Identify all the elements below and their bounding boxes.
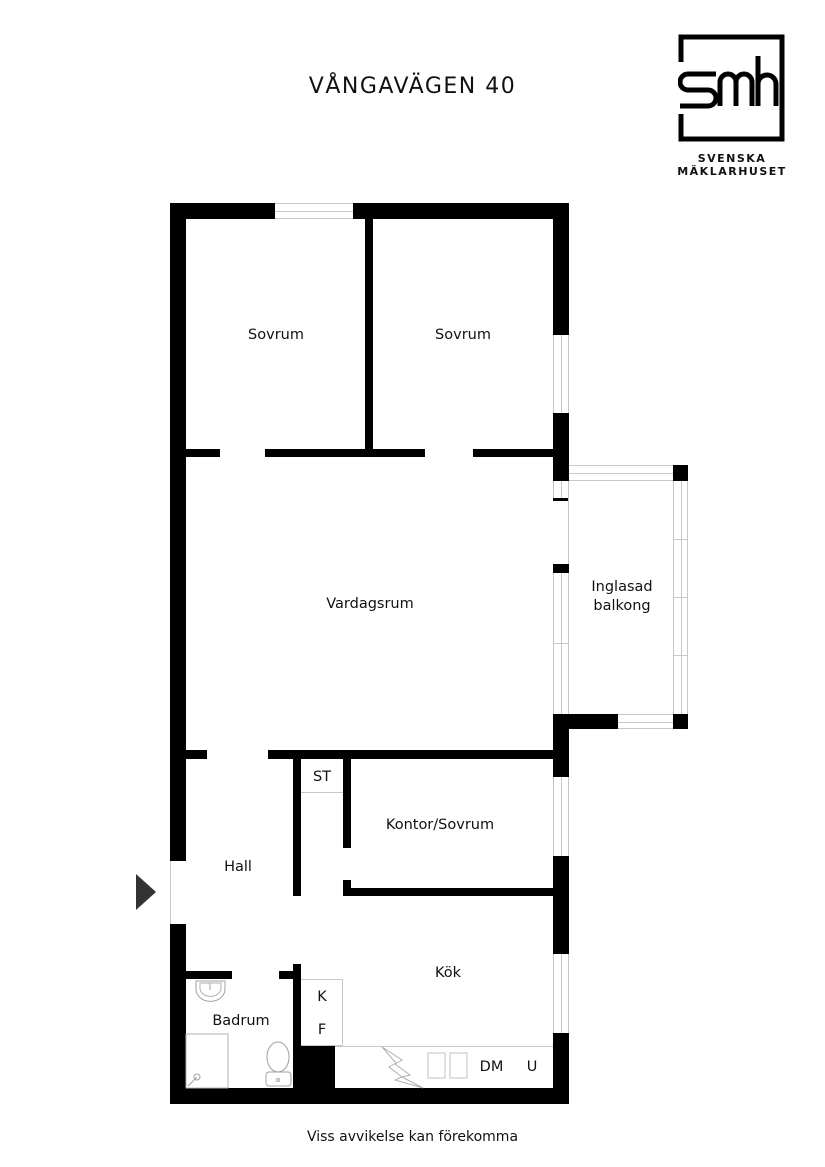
freezer-cabinet xyxy=(301,1012,343,1046)
room-label-glazed-balcony-line2: balkong xyxy=(593,598,651,614)
wall-office-kitchen xyxy=(343,888,553,896)
window-bedroom-2 xyxy=(553,335,569,413)
balcony-corner xyxy=(673,465,688,481)
window-kitchen xyxy=(553,954,569,1033)
wall-top xyxy=(170,203,275,219)
room-label-bedroom-1: Sovrum xyxy=(248,327,304,343)
wall-bathroom-top xyxy=(279,971,301,979)
room-label-bedroom-2: Sovrum xyxy=(435,327,491,343)
property-title-text: VÅNGAVÄGEN 40 xyxy=(308,74,517,99)
entry-door-opening[interactable] xyxy=(170,861,186,924)
room-label-kitchen: Kök xyxy=(434,965,462,981)
balcony-wall-bottom xyxy=(553,714,618,729)
wall-living-hall xyxy=(268,750,553,759)
shower-head-icon xyxy=(187,1076,198,1087)
wall-bedroom-divider xyxy=(365,219,373,457)
entry-arrow-icon xyxy=(136,874,156,910)
shower-area-icon xyxy=(185,1033,229,1089)
wall-bathroom-top xyxy=(186,971,232,979)
balcony-window-right xyxy=(673,481,688,714)
wall-bedrooms-living xyxy=(265,449,425,457)
washbasin-icon xyxy=(195,980,226,1002)
wall-left xyxy=(170,924,186,1104)
room-label-glazed-balcony-line1: Inglasad xyxy=(591,579,653,595)
fridge-cabinet xyxy=(301,979,343,1013)
electric-stove-icon xyxy=(381,1046,424,1089)
window-top xyxy=(275,203,353,219)
balcony-window-bottom xyxy=(618,714,673,729)
window-living xyxy=(553,573,569,714)
room-label-bathroom: Badrum xyxy=(212,1013,270,1029)
room-label-office-bedroom: Kontor/Sovrum xyxy=(385,817,495,833)
wall-bedrooms-living xyxy=(473,449,553,457)
fixture-label-fridge: K xyxy=(317,989,327,1005)
balcony-corner xyxy=(673,714,688,729)
fixture-label-oven: U xyxy=(526,1059,538,1075)
wall-bottom xyxy=(170,1088,569,1104)
room-label-hall: Hall xyxy=(224,859,252,875)
disclaimer-footer: Viss avvikelse kan förekomma xyxy=(306,1129,519,1145)
balcony-corner xyxy=(553,464,569,481)
wall-right xyxy=(553,564,569,573)
wall-right xyxy=(553,203,569,335)
logo-text-line2: MÄKLARHUSET xyxy=(677,165,787,178)
room-label-storage: ST xyxy=(312,769,332,785)
wall-right xyxy=(553,856,569,954)
fixture-label-dishwasher: DM xyxy=(479,1059,504,1075)
wall-right-thin xyxy=(553,498,569,501)
wall-left xyxy=(170,203,186,861)
wall-right xyxy=(553,714,569,777)
room-label-living-room: Vardagsrum xyxy=(326,596,414,612)
balcony-window-top xyxy=(569,465,673,481)
shaft-block xyxy=(301,1046,335,1088)
wall-top xyxy=(353,203,569,219)
wall-right xyxy=(553,1033,569,1104)
wall-bathroom-kitchen xyxy=(293,964,301,1088)
wall-bedrooms-living xyxy=(186,449,220,457)
stove-cabinet xyxy=(381,1046,424,1088)
oven-cabinet xyxy=(511,1046,553,1088)
smh-logo-mark-icon xyxy=(678,34,785,142)
logo-text-line1: SVENSKA xyxy=(697,152,767,165)
sink-basin-icon xyxy=(449,1052,468,1079)
sink-basin-icon xyxy=(427,1052,446,1079)
wall-living-hall xyxy=(186,750,207,759)
storage-shelf-line xyxy=(301,792,343,793)
wall-hall-storage xyxy=(293,759,301,896)
property-title: VÅNGAVÄGEN 40 xyxy=(0,74,825,99)
fixture-label-freezer: F xyxy=(317,1022,327,1038)
wall-storage-office xyxy=(343,759,351,848)
toilet-icon xyxy=(266,1041,290,1073)
window-office xyxy=(553,777,569,856)
